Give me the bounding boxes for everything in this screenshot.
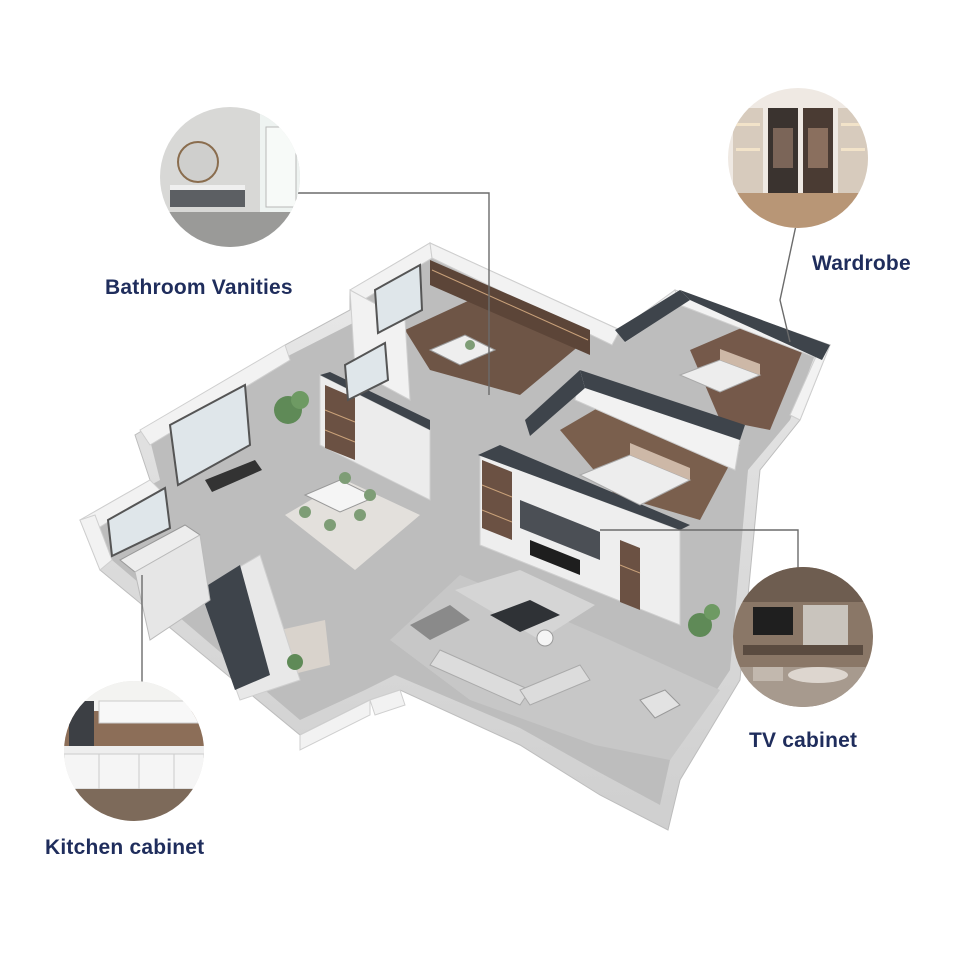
windows xyxy=(106,263,424,558)
bathroom-vanity-photo-icon xyxy=(160,107,300,247)
leader-line-tv xyxy=(600,529,799,572)
tv-cabinet-photo-icon xyxy=(733,567,873,707)
leader-line-bathroom xyxy=(298,192,490,395)
label-bathroom-vanities: Bathroom Vanities xyxy=(105,276,293,299)
kitchen-cabinet-photo-icon xyxy=(64,681,204,821)
leader-lines xyxy=(141,192,799,688)
wardrobe-photo-icon xyxy=(728,88,868,228)
label-tv-cabinet: TV cabinet xyxy=(749,729,858,752)
furniture xyxy=(119,334,762,719)
dark-walls xyxy=(200,290,830,690)
label-wardrobe: Wardrobe xyxy=(812,252,911,275)
leader-line-wardrobe xyxy=(779,215,799,343)
built-in-shelves xyxy=(324,260,641,610)
label-kitchen-cabinet: Kitchen cabinet xyxy=(45,836,205,859)
